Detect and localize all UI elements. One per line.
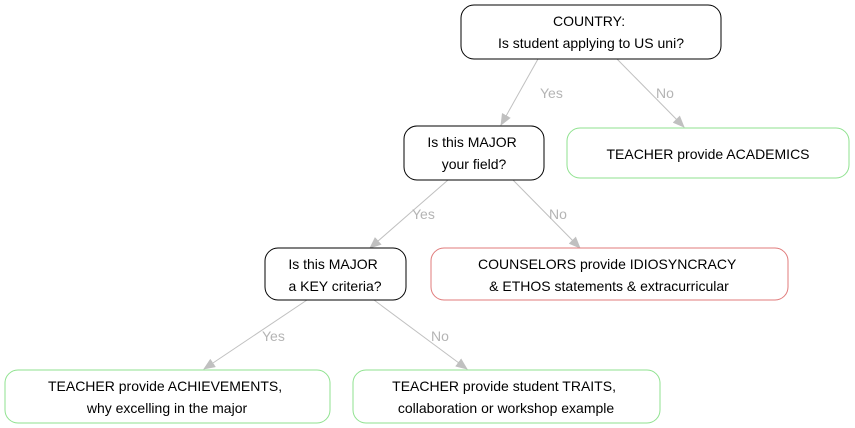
node-teacher-achievements-text: TEACHER provide ACHIEVEMENTS, why excell… bbox=[48, 378, 286, 416]
node-teacher-traits-box bbox=[352, 369, 661, 424]
node-country-line-1: COUNTRY: bbox=[553, 13, 625, 29]
edge-field-yes-label: Yes bbox=[412, 206, 435, 222]
node-teacher-traits: TEACHER provide student TRAITS, collabor… bbox=[352, 369, 661, 424]
edges-layer: Yes No Yes No Yes No bbox=[203, 58, 685, 370]
node-country-box bbox=[460, 4, 722, 60]
node-country-question: COUNTRY: Is student applying to US uni? bbox=[460, 4, 722, 60]
node-counselors-outcome: COUNSELORS provide IDIOSYNCRACY & ETHOS … bbox=[430, 247, 789, 301]
node-major-key-line-2: a KEY criteria? bbox=[288, 278, 381, 294]
node-major-key-question: Is this MAJOR a KEY criteria? bbox=[264, 247, 407, 301]
node-major-field-line-1: Is this MAJOR bbox=[427, 134, 516, 150]
node-counselors-text: COUNSELORS provide IDIOSYNCRACY & ETHOS … bbox=[478, 256, 740, 294]
edge-key-no-label: No bbox=[431, 328, 449, 344]
edge-field-no-label: No bbox=[549, 206, 567, 222]
edge-key-yes: Yes bbox=[203, 299, 308, 370]
edge-country-no: No bbox=[616, 58, 685, 128]
node-teacher-academics-box bbox=[566, 127, 850, 179]
node-major-key-line-1: Is this MAJOR bbox=[288, 256, 377, 272]
node-major-field-box bbox=[403, 125, 545, 181]
node-major-key-text: Is this MAJOR a KEY criteria? bbox=[288, 256, 381, 294]
edge-field-yes-line bbox=[369, 179, 449, 249]
node-teacher-achievements: TEACHER provide ACHIEVEMENTS, why excell… bbox=[4, 369, 331, 424]
node-counselors-line-2: & ETHOS statements & extracurricular bbox=[489, 278, 729, 294]
edge-country-yes: Yes bbox=[500, 58, 563, 126]
node-teacher-achievements-line-1: TEACHER provide ACHIEVEMENTS, bbox=[48, 378, 282, 394]
node-major-field-text: Is this MAJOR your field? bbox=[427, 134, 520, 172]
node-major-field-question: Is this MAJOR your field? bbox=[403, 125, 545, 181]
node-teacher-academics-text: TEACHER provide ACADEMICS bbox=[606, 146, 809, 162]
nodes-layer: COUNTRY: Is student applying to US uni? … bbox=[4, 4, 850, 424]
node-teacher-academics-line-1: TEACHER provide ACADEMICS bbox=[606, 146, 809, 162]
node-country-text: COUNTRY: Is student applying to US uni? bbox=[498, 13, 684, 51]
node-major-field-line-2: your field? bbox=[442, 156, 507, 172]
edge-field-no: No bbox=[512, 179, 581, 249]
edge-field-yes: Yes bbox=[369, 179, 449, 249]
node-teacher-achievements-line-2: why excelling in the major bbox=[86, 400, 248, 416]
edge-country-yes-label: Yes bbox=[540, 85, 563, 101]
node-teacher-traits-text: TEACHER provide student TRAITS, collabor… bbox=[392, 378, 620, 416]
node-counselors-line-1: COUNSELORS provide IDIOSYNCRACY bbox=[478, 256, 737, 272]
node-major-key-box bbox=[264, 247, 407, 301]
edge-country-no-label: No bbox=[656, 85, 674, 101]
edge-key-no: No bbox=[373, 299, 468, 370]
node-teacher-traits-line-2: collaboration or workshop example bbox=[398, 400, 615, 416]
edge-field-no-line bbox=[512, 179, 581, 249]
node-country-line-2: Is student applying to US uni? bbox=[498, 35, 684, 51]
node-teacher-academics: TEACHER provide ACADEMICS bbox=[566, 127, 850, 179]
node-teacher-achievements-box bbox=[4, 369, 331, 424]
edge-key-yes-line bbox=[203, 299, 308, 370]
node-teacher-traits-line-1: TEACHER provide student TRAITS, bbox=[392, 378, 616, 394]
node-counselors-box bbox=[430, 247, 789, 301]
edge-country-yes-line bbox=[500, 58, 539, 126]
edge-key-no-line bbox=[373, 299, 468, 370]
edge-key-yes-label: Yes bbox=[262, 328, 285, 344]
edge-country-no-line bbox=[616, 58, 685, 128]
